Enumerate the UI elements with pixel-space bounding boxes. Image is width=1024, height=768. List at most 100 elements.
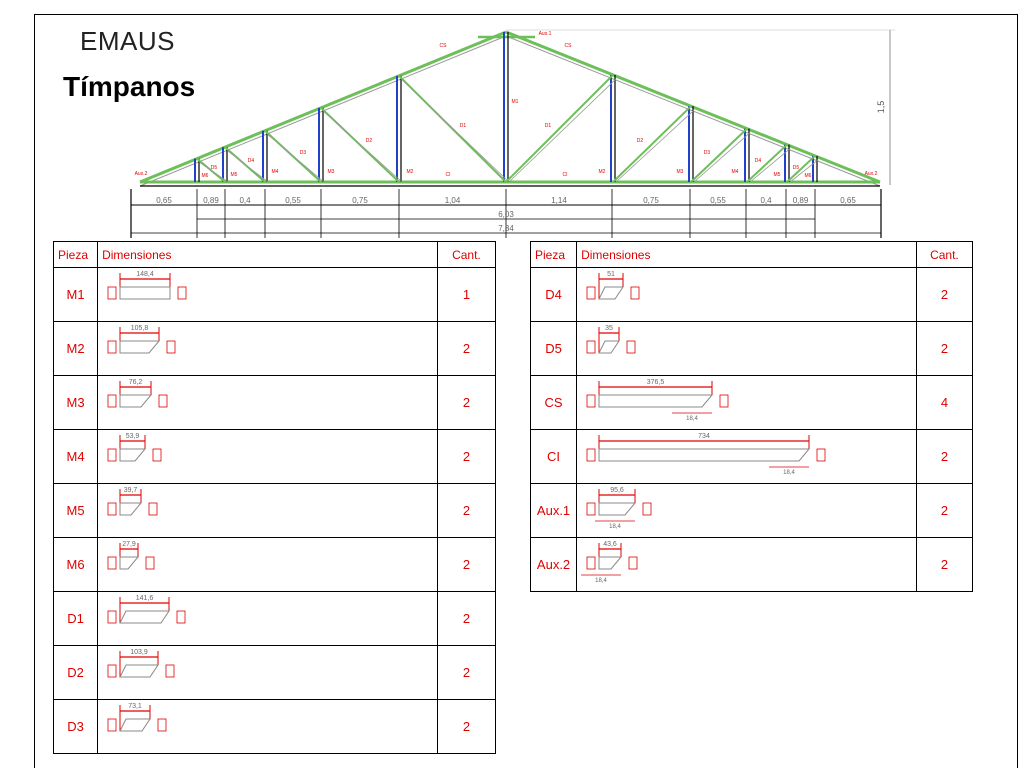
- piece-qty: 4: [915, 375, 974, 430]
- header-qty: Cant.: [915, 241, 974, 268]
- span-segment-label: 0,89: [203, 196, 219, 205]
- piece-name: CS: [529, 375, 578, 430]
- label-d2-right: D2: [637, 138, 644, 144]
- diagonal-member-edge: [789, 159, 819, 183]
- piece-qty: 2: [436, 645, 497, 700]
- piece-name: M2: [52, 321, 99, 376]
- piece-qty: 2: [436, 537, 497, 592]
- diagonal-member: [786, 155, 816, 183]
- section-box: [719, 394, 729, 408]
- piece-dimensions: 73,1: [97, 699, 438, 754]
- label-m6-right: M6: [805, 173, 812, 179]
- piece-drawing: 51: [586, 271, 640, 300]
- header-qty: Cant.: [436, 241, 497, 268]
- piece-length-label: 141,6: [136, 595, 154, 602]
- span-segment-label: 0,75: [643, 196, 659, 205]
- label-d4-left: D4: [248, 158, 255, 164]
- piece-cut-label: 18,4: [609, 524, 621, 530]
- label-d3-right: D3: [704, 150, 711, 156]
- label-aux-top: Aux.1: [539, 31, 552, 37]
- piece-cut-label: 18,4: [686, 416, 698, 422]
- label-m5-right: M5: [774, 172, 781, 178]
- section-box: [177, 286, 187, 300]
- piece-length-label: 148,4: [136, 271, 154, 278]
- piece-qty: 2: [436, 429, 497, 484]
- piece-dimensions: 35: [576, 321, 917, 376]
- timber-outline: [598, 286, 625, 300]
- piece-row-m5: M5 39,7 2: [52, 483, 497, 538]
- piece-length-label: 39,7: [124, 487, 138, 494]
- label-m3-left: M3: [328, 169, 335, 175]
- section-box: [586, 286, 596, 300]
- section-box: [158, 394, 168, 408]
- section-box: [107, 718, 117, 732]
- piece-dimensions: 148,4: [97, 267, 438, 322]
- diagonal-member-edge: [323, 111, 403, 183]
- section-box: [176, 610, 186, 624]
- piece-length-label: 95,6: [610, 487, 624, 494]
- piece-drawing: 35: [586, 325, 636, 354]
- piece-qty: 2: [436, 483, 497, 538]
- section-box: [148, 502, 158, 516]
- top-chord-left: [139, 30, 507, 184]
- piece-qty: 2: [915, 483, 974, 538]
- label-ci-right: CI: [563, 172, 568, 178]
- span-segment-label: 0,4: [239, 196, 251, 205]
- timber-outline: [119, 664, 160, 678]
- diagonal-member-edge: [508, 78, 617, 183]
- piece-dimensions: 95,6 18,4: [576, 483, 917, 538]
- span-segment-label: 0,55: [710, 196, 726, 205]
- span-segment-label: 0,89: [793, 196, 809, 205]
- span-segment-label: 1,14: [551, 196, 567, 205]
- timber-outline: [119, 502, 143, 516]
- span-segment-label: 0,65: [156, 196, 172, 205]
- brand-label: EMAUS: [80, 26, 175, 56]
- piece-cut-label: 18,4: [783, 470, 795, 476]
- timber-outline: [119, 286, 171, 300]
- diagonal-member: [320, 107, 400, 183]
- piece-drawing: 148,4: [107, 271, 187, 300]
- span-segment-label: 0,55: [285, 196, 301, 205]
- label-m4-left: M4: [272, 169, 279, 175]
- label-d5-right: D5: [793, 165, 800, 171]
- diagonal-member-edge: [615, 109, 695, 183]
- section-box: [642, 502, 652, 516]
- piece-drawing: 43,618,4: [581, 541, 638, 584]
- section-box: [145, 556, 155, 570]
- diagonal-member-edge: [401, 79, 510, 183]
- section-box: [107, 502, 117, 516]
- timber-outline: [598, 340, 621, 354]
- height-label: 1,5: [876, 101, 886, 114]
- piece-drawing: 73,1: [107, 703, 167, 732]
- piece-dimensions: 39,7: [97, 483, 438, 538]
- timber-outline: [598, 394, 714, 408]
- timber-outline: [119, 340, 161, 354]
- inner-span-label: 6,03: [498, 210, 514, 219]
- diagonal-member: [264, 130, 322, 183]
- diagonal-member-edge: [749, 148, 791, 183]
- piece-qty: 2: [915, 267, 974, 322]
- span-segment-label: 0,4: [760, 196, 772, 205]
- timber-outline: [598, 556, 623, 570]
- drawing-frame: [34, 14, 1018, 768]
- piece-length-label: 103,9: [130, 649, 148, 656]
- section-box: [586, 556, 596, 570]
- total-span-label: 7,34: [498, 224, 514, 233]
- piece-name: M5: [52, 483, 99, 538]
- piece-name: CI: [529, 429, 578, 484]
- piece-length-label: 51: [607, 271, 615, 278]
- piece-length-label: 734: [698, 433, 710, 440]
- piece-qty: 2: [436, 321, 497, 376]
- label-cs-left: CS: [440, 43, 448, 49]
- section-box: [165, 664, 175, 678]
- piece-dimensions: 141,6: [97, 591, 438, 646]
